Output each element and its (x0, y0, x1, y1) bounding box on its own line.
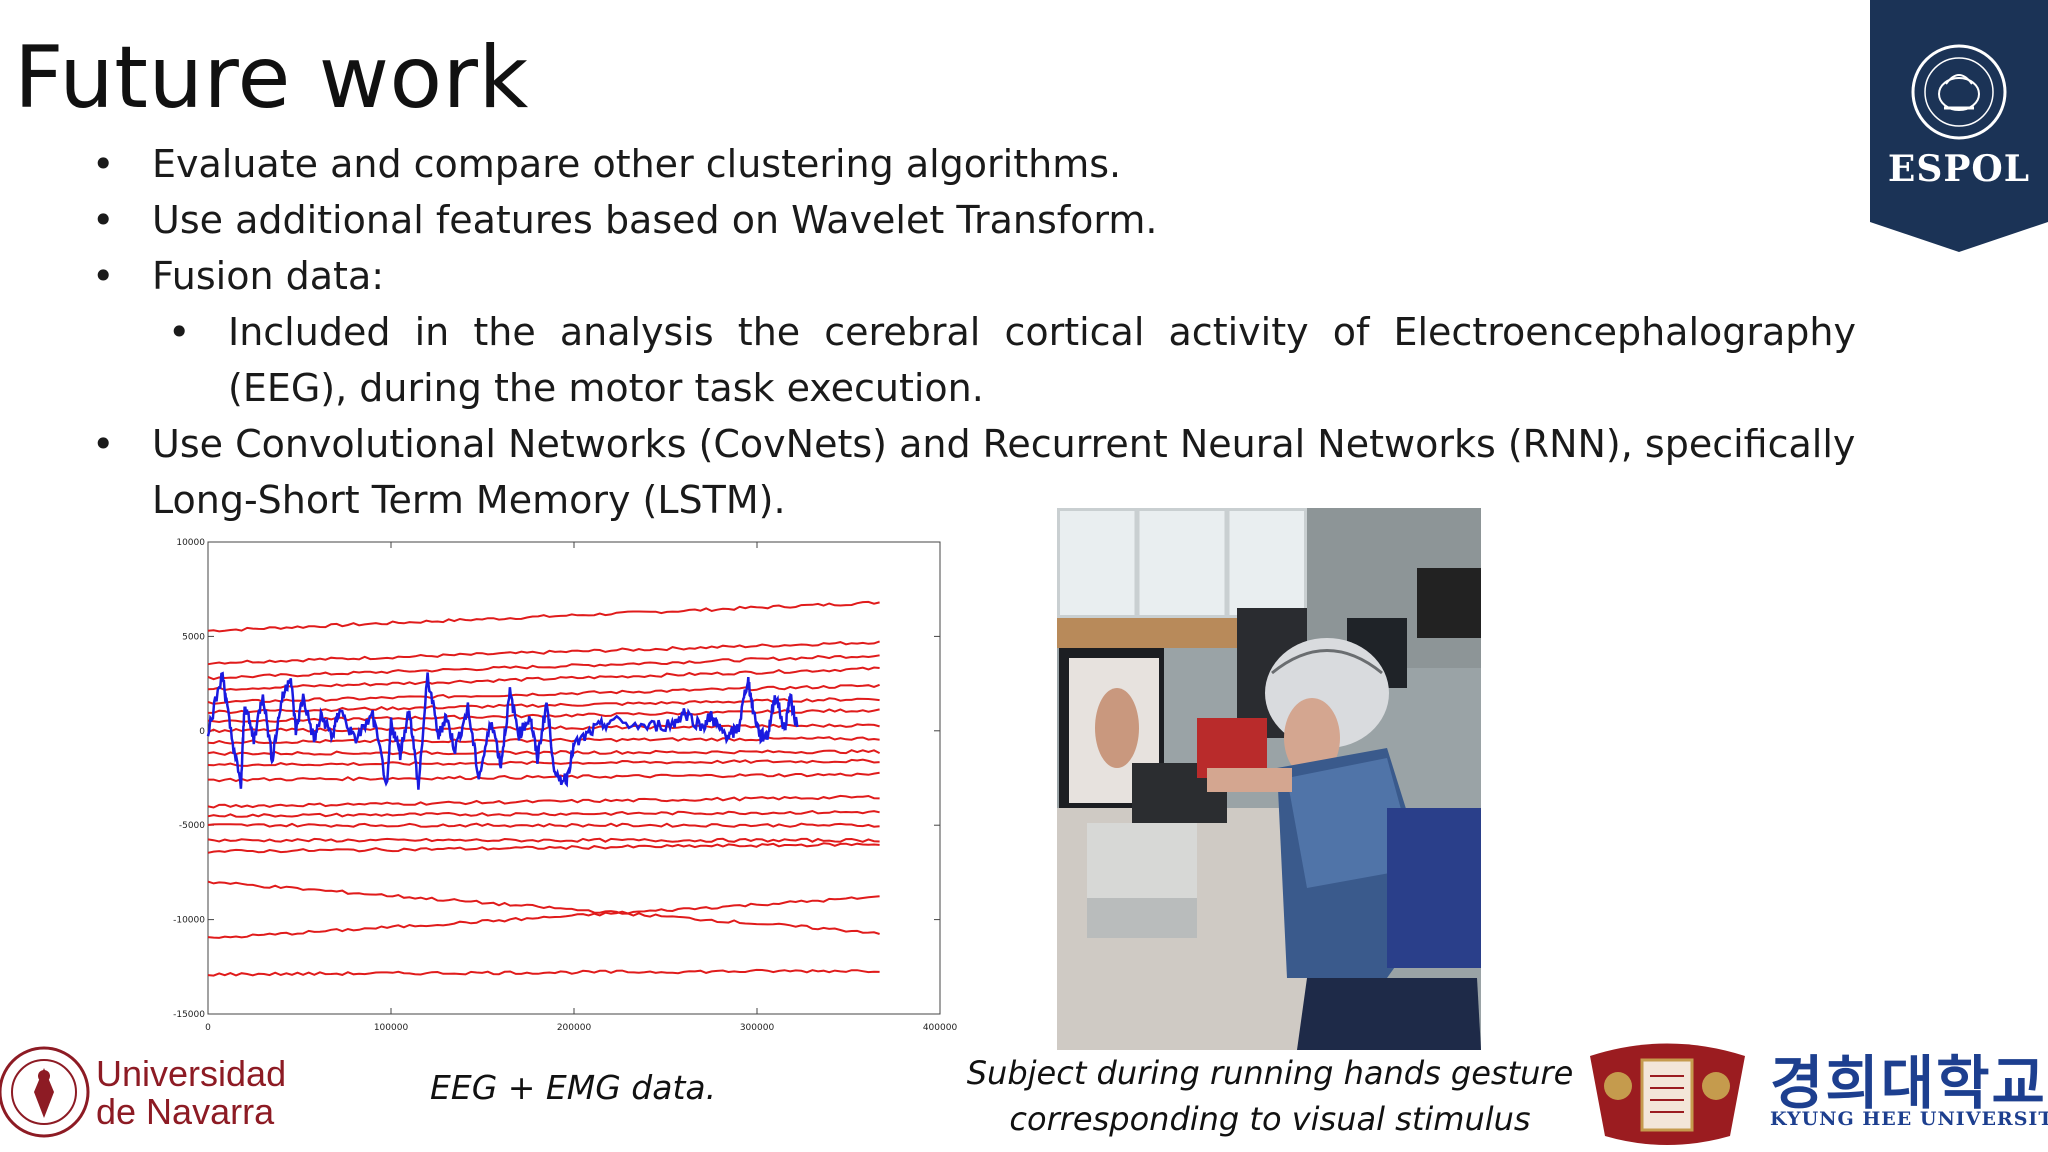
plot-area (207, 541, 941, 1015)
red-series-line (207, 758, 880, 767)
bullet-item: Fusion data: (88, 248, 1856, 304)
espol-wordmark: ESPOL (1887, 148, 2031, 190)
espol-logo: ESPOL (1870, 0, 2048, 252)
red-series-line (207, 880, 880, 935)
red-series-line (207, 822, 880, 828)
x-tick-label: 100000 (374, 1023, 409, 1033)
red-series-line (207, 842, 880, 854)
y-tick-label: 10000 (176, 538, 205, 548)
bullet-list: Evaluate and compare other clustering al… (88, 136, 1856, 528)
red-series-line (207, 895, 880, 939)
red-series-line (207, 837, 880, 843)
x-tick-label: 200000 (557, 1023, 592, 1033)
eeg-emg-chart: 0 100000 200000 300000 400000 10000 5000 0 -5000… (150, 530, 970, 1044)
red-series-line (207, 683, 880, 705)
chart-caption: EEG + EMG data. (430, 1068, 717, 1107)
red-series-line (207, 794, 880, 809)
y-tick-label: 0 (199, 727, 205, 737)
navarra-name-line1: Universidad (96, 1053, 287, 1094)
red-series-line (207, 749, 881, 756)
blue-series-line (206, 671, 799, 790)
bullet-item: Use Convolutional Networks (CovNets) and… (88, 416, 1856, 528)
sub-bullet-item: Included in the analysis the cerebral co… (164, 304, 1856, 416)
photo-caption-line: Subject during running hands gesture (966, 1054, 1574, 1092)
red-series-line (207, 666, 880, 692)
slide-title: Future work (14, 28, 529, 128)
y-tick-label: -15000 (173, 1010, 205, 1020)
red-series-line (207, 600, 880, 633)
kyung-hee-english-name: KYUNG HEE UNIVERSITY (1770, 1108, 2048, 1130)
y-tick-label: 5000 (182, 632, 205, 642)
photo-caption-line: corresponding to visual stimulus (1009, 1100, 1531, 1138)
red-series-line (208, 771, 880, 783)
kyung-hee-korean-name: 경희대학교 (1770, 1049, 2047, 1117)
red-series-line (207, 640, 880, 666)
red-series-line (207, 654, 880, 681)
x-tick-label: 400000 (923, 1023, 958, 1033)
x-tick-label: 300000 (740, 1023, 775, 1033)
navarra-name-line2: de Navarra (96, 1091, 275, 1132)
universidad-navarra-logo: Universidad de Navarra (0, 1032, 300, 1152)
y-tick-label: -10000 (173, 916, 205, 926)
red-series-line (207, 968, 880, 977)
photo-caption: Subject during running hands gesture cor… (960, 1050, 1580, 1142)
x-tick-label: 0 (205, 1023, 211, 1033)
bullet-item: Use additional features based on Wavelet… (88, 192, 1856, 248)
kyung-hee-logo: 경희대학교 KYUNG HEE UNIVERSITY (1580, 1036, 2048, 1152)
y-tick-label: -5000 (179, 821, 205, 831)
red-series-line (207, 809, 880, 818)
subject-photo (1057, 508, 1481, 1050)
bullet-item: Evaluate and compare other clustering al… (88, 136, 1856, 192)
